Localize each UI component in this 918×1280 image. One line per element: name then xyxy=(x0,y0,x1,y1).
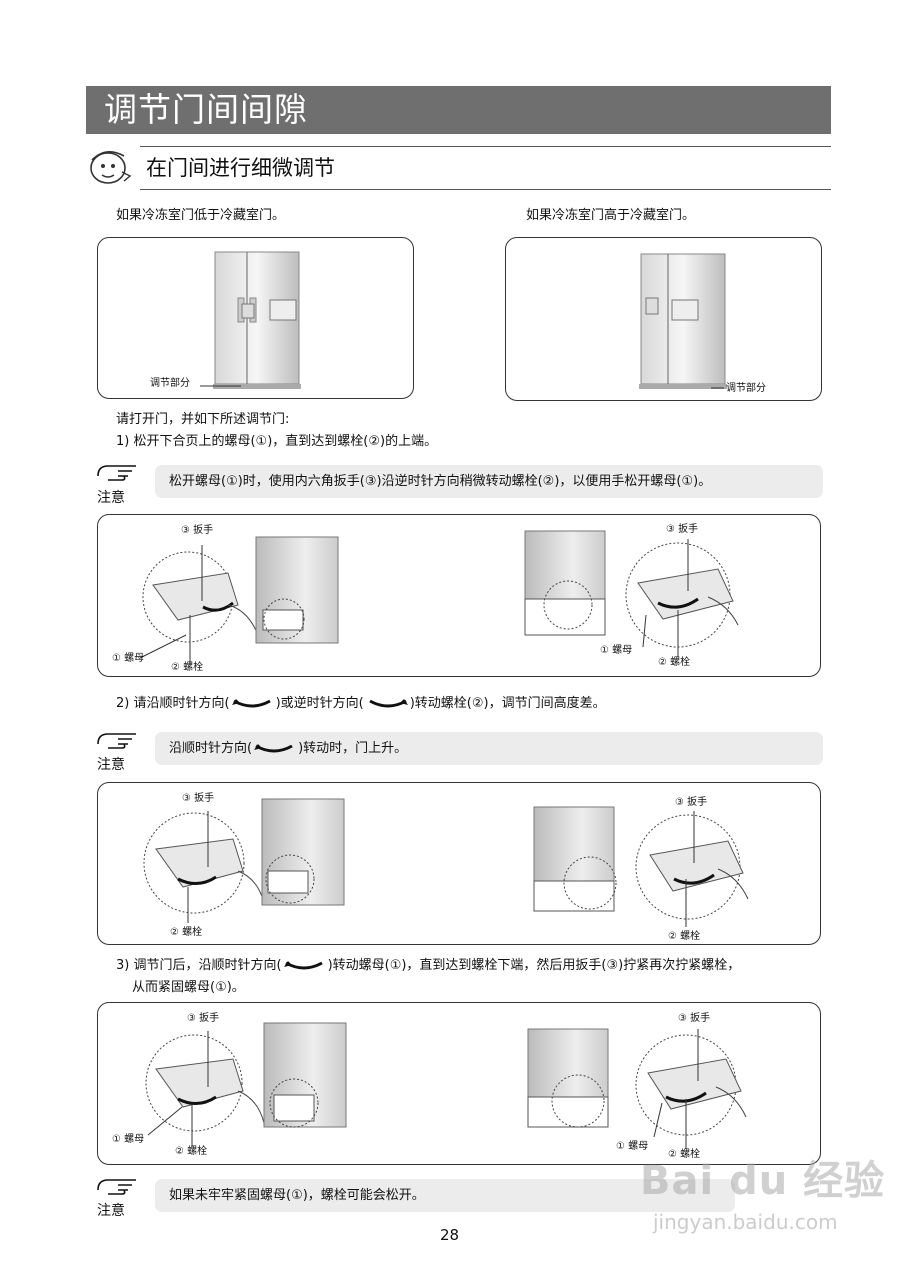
label-wrench-2a: ③ 扳手 xyxy=(182,793,215,804)
label-wrench-3a: ③ 扳手 xyxy=(187,1013,220,1024)
note-hand-icon-2 xyxy=(96,730,140,750)
hinge-illustration-3 xyxy=(145,1022,747,1149)
fridge-illustration-left xyxy=(200,251,301,389)
watermark-brand: Bai du 经验 xyxy=(640,1158,886,1204)
step-2-pre: 2) 请沿顺时针方向( xyxy=(116,696,230,711)
label-wrench-1b: ③ 扳手 xyxy=(666,524,699,535)
caption-left: 如果冷冻室门低于冷藏室门。 xyxy=(116,208,286,223)
label-nut-1b: ① 螺母 xyxy=(600,645,633,656)
subtitle-rule-top xyxy=(140,146,831,147)
label-bolt-2a: ② 螺栓 xyxy=(170,927,203,938)
page-number: 28 xyxy=(440,1226,460,1244)
intro-text: 请打开门，并如下所述调节门: xyxy=(116,412,290,427)
label-nut-1a: ① 螺母 xyxy=(112,653,145,664)
fridge-figure-right: 调节部分 xyxy=(505,237,822,401)
hinge-illustration-2 xyxy=(143,798,749,927)
clockwise-arrow-icon xyxy=(230,697,276,711)
counterclockwise-arrow-icon xyxy=(364,697,410,711)
label-wrench-1a: ③ 扳手 xyxy=(181,525,214,536)
hinge-figure-3: ③ 扳手 ① 螺母 ② 螺栓 ③ 扳手 ① 螺母 ② 螺栓 xyxy=(97,1002,821,1165)
adjust-label-left: 调节部分 xyxy=(150,378,190,389)
label-bolt-2b: ② 螺栓 xyxy=(668,931,701,942)
fridge-figure-left: 调节部分 xyxy=(97,237,414,399)
label-bolt-1b: ② 螺栓 xyxy=(658,657,691,668)
step-3-post: )转动螺母(①)，直到达到螺栓下端，然后用扳手(③)拧紧再次拧紧螺栓， xyxy=(327,958,741,973)
note-3: 如果未牢牢紧固螺母(①)，螺栓可能会松开。 xyxy=(155,1179,735,1212)
note-1: 松开螺母(①)时，使用内六角扳手(③)沿逆时针方向稍微转动螺栓(②)，以便用手松… xyxy=(155,465,823,498)
clockwise-arrow-icon xyxy=(282,959,328,973)
label-wrench-3b: ③ 扳手 xyxy=(678,1013,711,1024)
step-2-mid: )或逆时针方向( xyxy=(275,696,364,711)
caption-right: 如果冷冻室门高于冷藏室门。 xyxy=(526,208,696,223)
note-2: 沿顺时针方向( )转动时，门上升。 xyxy=(155,732,823,765)
note-hand-icon-1 xyxy=(96,462,140,482)
subtitle-rule-bottom xyxy=(140,189,831,190)
label-bolt-3b: ② 螺栓 xyxy=(668,1149,701,1160)
label-bolt-1a: ② 螺栓 xyxy=(171,662,204,673)
step-2-post: )转动螺栓(②)，调节门间高度差。 xyxy=(409,696,606,711)
note-label-1: 注意 xyxy=(97,490,125,506)
label-wrench-2b: ③ 扳手 xyxy=(675,797,708,808)
page-title: 调节门间间隙 xyxy=(86,86,831,134)
hinge-illustration-1 xyxy=(139,530,739,665)
step-2: 2) 请沿顺时针方向( )或逆时针方向( )转动螺栓(②)，调节门间高度差。 xyxy=(116,694,606,714)
label-nut-3a: ① 螺母 xyxy=(112,1134,145,1145)
note-label-3: 注意 xyxy=(97,1203,125,1219)
step-1: 1) 松开下合页上的螺母(①)，直到达到螺栓(②)的上端。 xyxy=(116,434,438,449)
hinge-figure-2: ③ 扳手 ② 螺栓 ③ 扳手 ② 螺栓 xyxy=(97,782,821,945)
label-bolt-3a: ② 螺栓 xyxy=(175,1146,208,1157)
note-2-post: )转动时，门上升。 xyxy=(298,741,408,756)
note-hand-icon-3 xyxy=(96,1176,140,1196)
step-3-line2: 从而紧固螺母(①)。 xyxy=(132,980,245,995)
label-nut-3b: ① 螺母 xyxy=(616,1141,649,1152)
hinge-figure-1: ③ 扳手 ① 螺母 ② 螺栓 ③ 扳手 ① 螺母 ② 螺栓 xyxy=(97,514,821,677)
clockwise-arrow-icon xyxy=(252,742,298,756)
mascot-icon xyxy=(82,142,134,190)
watermark-url: jingyan.baidu.com xyxy=(653,1210,838,1234)
note-2-pre: 沿顺时针方向( xyxy=(169,741,253,756)
fridge-illustration-right xyxy=(639,253,727,389)
step-3-pre: 3) 调节门后，沿顺时针方向( xyxy=(116,958,282,973)
adjust-label-right: 调节部分 xyxy=(726,383,766,394)
section-subtitle: 在门间进行细微调节 xyxy=(146,156,335,180)
step-3: 3) 调节门后，沿顺时针方向( )转动螺母(①)，直到达到螺栓下端，然后用扳手(… xyxy=(116,956,740,976)
note-label-2: 注意 xyxy=(97,757,125,773)
